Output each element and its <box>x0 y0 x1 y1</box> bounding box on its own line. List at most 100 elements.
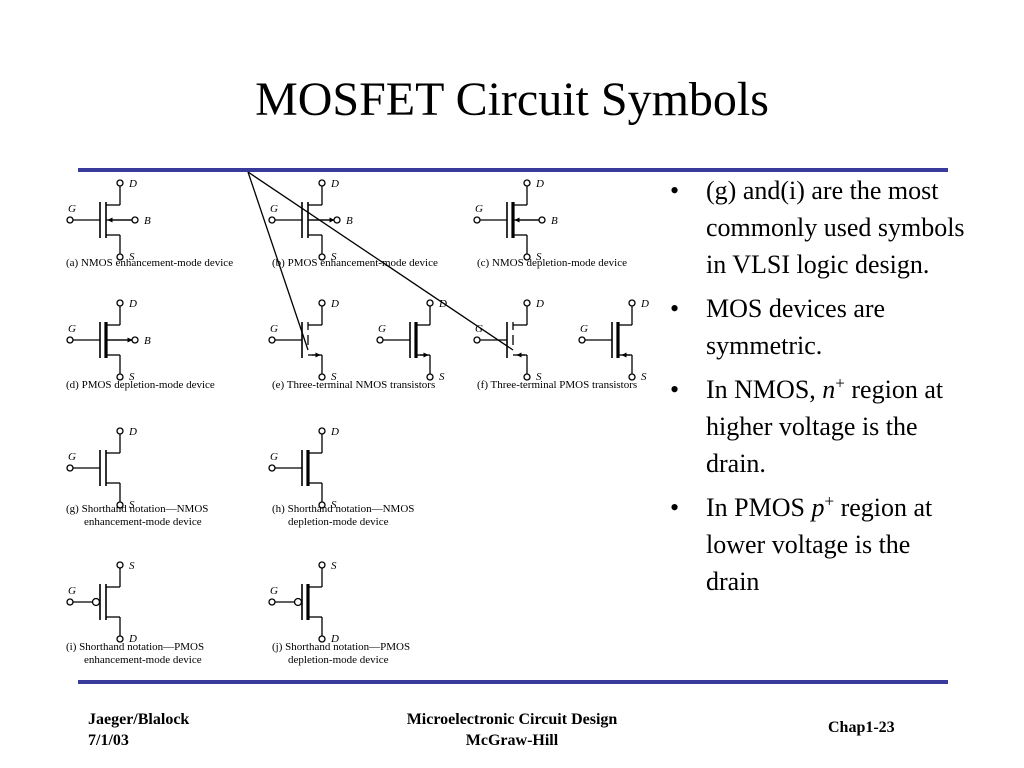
body-label: B <box>144 215 151 227</box>
terminal-node <box>66 336 74 344</box>
body-label: B <box>144 335 151 347</box>
bullet-marker: • <box>670 176 680 205</box>
terminal-node <box>131 336 139 344</box>
caption-b: (b) PMOS enhancement-mode device <box>272 257 438 269</box>
mosfet-symbol-figure: B G D S B G D S B G D S (a) NMOS enhancement-mode de… <box>66 172 649 666</box>
terminal-node <box>318 561 326 569</box>
source-label: S <box>331 251 337 263</box>
body-label: B <box>551 215 558 227</box>
terminal-node <box>376 336 384 344</box>
bullet-marker: • <box>670 493 680 522</box>
terminal-node <box>66 216 74 224</box>
bullet-marker: • <box>670 294 680 323</box>
terminal-node <box>426 299 434 307</box>
caption-i-2: enhancement-mode device <box>84 654 202 666</box>
terminal-node <box>131 216 139 224</box>
terminal-node <box>268 598 276 606</box>
terminal-node <box>473 336 481 344</box>
gate-label: G <box>378 323 386 335</box>
gate-bubble <box>293 597 303 607</box>
drain-label: D <box>330 426 339 438</box>
source-label: S <box>129 560 135 572</box>
drain-label: D <box>330 178 339 190</box>
gate-bubble <box>91 597 101 607</box>
gate-label: G <box>270 451 278 463</box>
drain-label: D <box>128 178 137 190</box>
terminal-node <box>116 373 124 381</box>
bullet-text: (g) and(i) are the most commonly used sy… <box>706 176 965 279</box>
terminal-node <box>523 373 531 381</box>
terminal-node <box>523 299 531 307</box>
terminal-node <box>116 427 124 435</box>
source-label: S <box>439 371 445 383</box>
caption-f: (f) Three-terminal PMOS transistors <box>477 379 637 391</box>
terminal-node <box>628 299 636 307</box>
footer-book-title: Microelectronic Circuit Design <box>406 711 618 728</box>
source-label: S <box>129 371 135 383</box>
caption-g-2: enhancement-mode device <box>84 516 202 528</box>
top-divider <box>78 168 948 172</box>
bullet-text-pre: In NMOS, <box>706 375 823 404</box>
terminal-node <box>116 501 124 509</box>
terminal-node <box>318 179 326 187</box>
gate-label: G <box>475 203 483 215</box>
terminal-node <box>116 299 124 307</box>
gate-label: G <box>68 323 76 335</box>
bullet-text-sup: + <box>824 491 835 511</box>
caption-a: (a) NMOS enhancement-mode device <box>66 257 233 269</box>
bullet-text-italic: n <box>822 375 836 404</box>
drain-label: D <box>330 298 339 310</box>
terminal-node <box>268 336 276 344</box>
terminal-node <box>66 464 74 472</box>
terminal-node <box>318 501 326 509</box>
caption-e: (e) Three-terminal NMOS transistors <box>272 379 435 391</box>
bullet-item: • In NMOS, n+ region at higher voltage i… <box>668 371 968 482</box>
terminal-node <box>473 216 481 224</box>
terminal-node <box>116 179 124 187</box>
gate-label: G <box>68 203 76 215</box>
footer-publisher: McGraw-Hill <box>465 732 559 749</box>
gate-label: G <box>270 203 278 215</box>
terminal-node <box>66 598 74 606</box>
caption-j: (j) Shorthand notation—PMOS <box>272 641 410 653</box>
terminal-node <box>318 299 326 307</box>
source-label: S <box>536 251 542 263</box>
drain-label: D <box>128 298 137 310</box>
bullet-text-post: region at lower voltage is the drain <box>706 493 933 596</box>
bullet-text-post: region at higher voltage is the drain. <box>706 375 944 478</box>
gate-label: G <box>68 585 76 597</box>
terminal-node <box>523 179 531 187</box>
caption-g: (g) Shorthand notation—NMOS <box>66 503 208 515</box>
gate-label: G <box>475 323 483 335</box>
terminal-node <box>538 216 546 224</box>
bullet-item: • (g) and(i) are the most commonly used … <box>668 172 968 283</box>
source-label: S <box>641 371 647 383</box>
source-label: S <box>331 560 337 572</box>
source-label: S <box>331 499 337 511</box>
gate-label: G <box>270 323 278 335</box>
terminal-node <box>318 635 326 643</box>
bullet-text: MOS devices are symmetric. <box>706 294 886 360</box>
footer-book: Microelectronic Circuit Design McGraw-Hi… <box>362 709 662 751</box>
terminal-node <box>116 561 124 569</box>
caption-i: (i) Shorthand notation—PMOS <box>66 641 204 653</box>
gate-label: G <box>580 323 588 335</box>
terminal-node <box>578 336 586 344</box>
caption-j-2: depletion-mode device <box>288 654 389 666</box>
drain-label: D <box>128 633 137 645</box>
drain-label: D <box>640 298 649 310</box>
bullet-list: • (g) and(i) are the most commonly used … <box>668 172 968 607</box>
terminal-node <box>333 216 341 224</box>
terminal-node <box>318 427 326 435</box>
bullet-text-italic: p <box>811 493 825 522</box>
source-label: S <box>331 371 337 383</box>
caption-d: (d) PMOS depletion-mode device <box>66 379 215 391</box>
terminal-node <box>426 373 434 381</box>
footer-page-number: Chap1-23 <box>828 719 895 736</box>
bullet-marker: • <box>670 375 680 404</box>
terminal-node <box>523 253 531 261</box>
drain-label: D <box>438 298 447 310</box>
drain-label: D <box>535 178 544 190</box>
bottom-divider <box>78 680 948 684</box>
bullet-text-pre: In PMOS <box>706 493 812 522</box>
